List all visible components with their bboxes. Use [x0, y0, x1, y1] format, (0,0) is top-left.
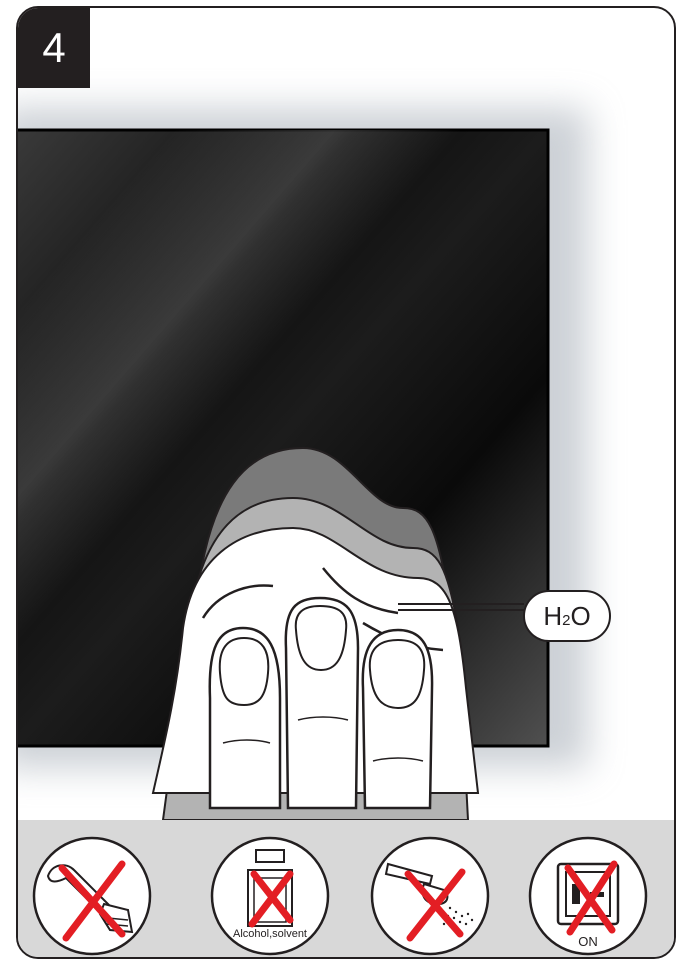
- warning-no-spray: [368, 834, 492, 958]
- spray-crossed-icon: [368, 834, 492, 958]
- finger-middle: [286, 598, 358, 808]
- finger-right: [363, 630, 432, 808]
- step-number: 4: [42, 24, 65, 72]
- water-label-o: O: [570, 601, 590, 632]
- brush-crossed-icon: [30, 834, 154, 958]
- warning-text-on: ON: [526, 934, 650, 949]
- warning-text-alcohol-solvent: Alcohol,solvent: [208, 928, 332, 940]
- warning-no-alcohol-solvent: Alcohol,solvent: [208, 834, 332, 958]
- cleaning-illustration: [18, 8, 676, 820]
- finger-left: [210, 628, 280, 808]
- warning-no-brush: [30, 834, 154, 958]
- step-number-badge: 4: [18, 8, 90, 88]
- water-label-subscript: 2: [562, 612, 570, 629]
- warning-no-power-on: ON: [526, 834, 650, 958]
- water-label-h: H: [543, 601, 562, 632]
